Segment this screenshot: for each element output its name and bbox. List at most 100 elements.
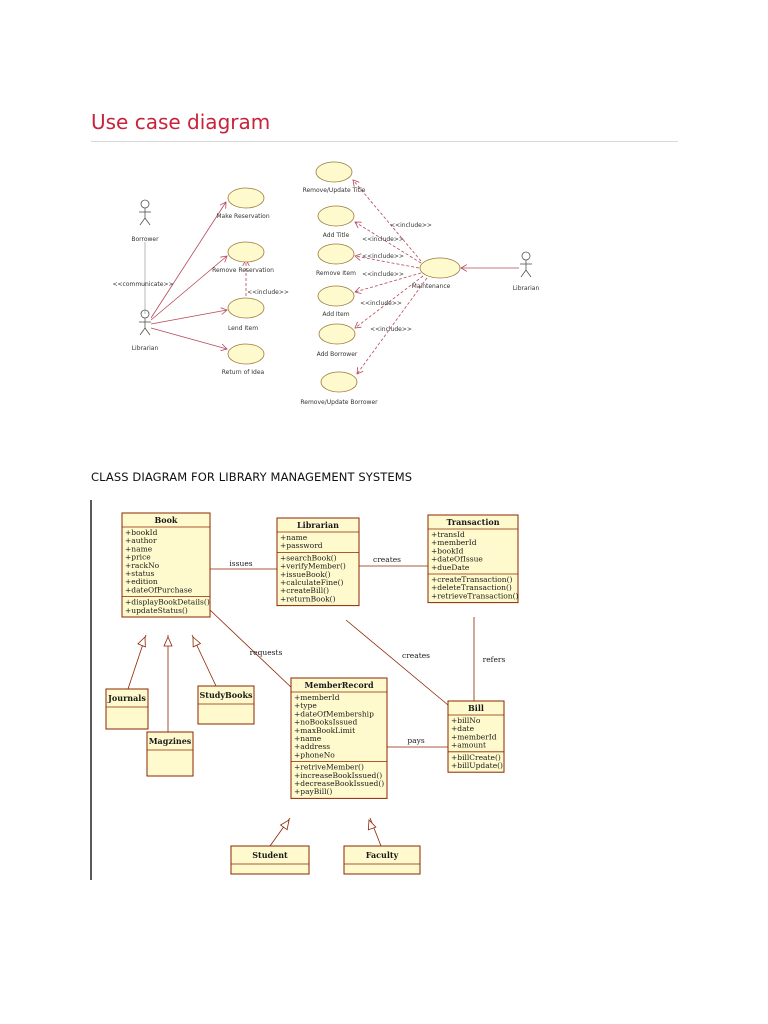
class-attribute: +dateOfPurchase [125,585,193,594]
use-case-label-add-borrower: Add Borrower [317,351,358,358]
class-box-student: Student [230,845,310,875]
generalization-arrow-faculty [367,819,377,831]
use-case-actors [139,199,532,336]
connector-lib-remres [150,256,227,321]
communicate-label: <<communicate>> [112,281,173,288]
class-method: +updateStatus() [125,606,188,615]
line-librarian-bill [345,619,455,711]
use-case-label-maintenance: Maintenance [412,283,451,290]
class-name-member-record: MemberRecord [304,680,373,690]
connector-maint-at [355,222,422,264]
class-attribute: +dueDate [431,563,470,572]
use-case-oval-remove-reservation [227,241,265,263]
class-box-journals: Journals [105,688,149,730]
class-attribute: +name [125,544,153,553]
class-name-journals: Journals [107,693,146,703]
association-label-creates-bill: creates [402,651,430,660]
association-label-issues: issues [229,559,252,568]
use-case-oval-maintenance [419,257,461,279]
connector-lib-return [150,327,227,349]
class-box-book: Book +bookId+author+name+price+rackNo+sta… [121,512,211,618]
use-case-oval-make-reservation [227,187,265,209]
class-name-magzines: Magzines [149,736,192,746]
association-label-refers: refers [483,655,506,664]
class-method: +createTransaction() [431,575,513,584]
class-method: +retrieveTransaction() [431,591,519,600]
include-label-6: <<include>> [370,326,412,333]
generalization-arrow-magzines [163,636,173,647]
use-case-label-lend-item: Lend Item [228,325,258,332]
use-case-oval-remove-update-borrower [320,371,358,393]
class-method: +retriveMember() [294,763,364,772]
class-box-magzines: Magzines [146,731,194,777]
generalization-arrow-journals [137,636,146,648]
class-name-book: Book [155,515,178,525]
class-method: +decreaseBookIssued() [294,779,384,788]
class-attribute: +edition [125,577,158,586]
class-attribute: +dateOfMembership [294,709,374,718]
class-attribute: +amount [451,741,486,750]
class-name-librarian: Librarian [297,520,339,530]
class-attribute: +price [125,553,151,562]
actor-librarian-left [139,309,151,336]
class-method: +deleteTransaction() [431,583,512,592]
class-name-bill: Bill [468,703,484,713]
connector-maint-ri [355,256,420,269]
use-case-label-remove-item: Remove Item [316,270,356,277]
class-method: +calculateFine() [280,578,344,587]
include-label-3: <<include>> [362,253,404,260]
class-attribute: +bookId [431,546,464,555]
class-box-transaction: Transaction+transId+memberId+bookId+date… [427,514,519,604]
include-label-1: <<include>> [390,222,432,229]
class-method: +increaseBookIssued() [294,771,382,780]
class-name-faculty: Faculty [366,850,399,860]
class-attribute: +maxBookLimit [294,726,355,735]
actor-borrower [139,199,151,226]
class-name-transaction: Transaction [446,517,499,527]
class-attribute: +dateOfIssue [431,555,483,564]
class-attribute: +memberId [451,732,497,741]
class-attribute: +address [294,742,330,751]
connector-maint-ab [355,275,424,328]
association-label-pays: pays [407,736,425,745]
class-attribute: +date [451,724,475,733]
association-label-creates-top: creates [373,555,401,564]
class-attribute: +transId [431,530,465,539]
class-name-student: Student [252,850,288,860]
class-method: +displayBookDetails() [125,598,210,607]
use-case-label-remove-update-title: Remove/Update Title [303,187,366,194]
actor-label-borrower: Borrower [131,236,159,243]
include-label-2: <<include>> [362,236,404,243]
actor-label-librarian-left: Librarian [132,345,159,352]
class-diagram-heading: CLASS DIAGRAM FOR LIBRARY MANAGEMENT SYS… [91,470,413,484]
class-attribute: +author [125,536,157,545]
class-attribute: +rackNo [125,561,160,570]
include-label-lend: <<include>> [247,289,289,296]
use-case-label-remove-reservation: Remove Reservation [212,267,274,274]
use-case-label-add-item: Add Item [322,311,349,318]
generalization-arrow-studybooks [192,636,202,648]
class-boxes: Book+bookId+author+name+price+rackNo+sta… [105,512,519,875]
class-attribute: +bookId [125,528,158,537]
page-title: Use case diagram [91,110,271,134]
class-method: +searchBook() [280,553,337,562]
class-box-librarian: Librarian+name+password+searchBook()+ver… [276,517,360,607]
connector-lib-lend [150,310,227,325]
class-attribute: +name [294,734,322,743]
use-case-label-make-reservation: Make Reservation [216,213,270,220]
actor-librarian-right [520,251,532,278]
class-box-member-record: MemberRecord+memberId+type+dateOfMembers… [290,677,388,799]
use-case-ovals [227,161,461,393]
class-attribute: +status [125,569,154,578]
class-method: +billCreate() [451,753,501,762]
use-case-connectors [144,180,519,374]
class-method: +payBill() [294,787,332,796]
class-diagram: Book+bookId+author+name+price+rackNo+sta… [90,500,519,880]
class-attribute: +type [294,701,317,710]
use-case-oval-lend-item [227,297,265,319]
class-name-study-books: StudyBooks [199,690,253,700]
include-label-4: <<include>> [362,271,404,278]
class-attribute: +phoneNo [294,750,335,759]
